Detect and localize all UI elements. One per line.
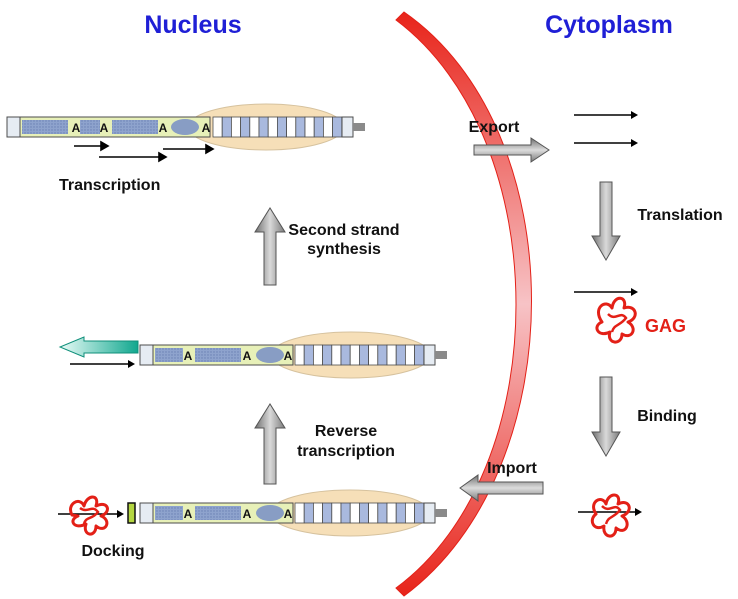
element-bead (212, 116, 223, 138)
gag-protein-translated-icon (574, 288, 638, 344)
element-a: A (184, 349, 193, 363)
element-bead (404, 344, 415, 366)
element-bead (332, 116, 343, 138)
element-bead (322, 116, 333, 138)
docking-label: Docking (81, 543, 144, 560)
element-bead (267, 116, 278, 138)
element-a: A (243, 349, 252, 363)
element-bead (258, 116, 269, 138)
element-bead (377, 502, 388, 524)
export-arrow (473, 137, 550, 163)
nuclear-membrane (395, 11, 532, 597)
element-bead (322, 502, 333, 524)
element-bead (386, 344, 397, 366)
second-strand-label-line2: synthesis (307, 241, 381, 258)
element-bead (230, 116, 241, 138)
second-strand-label-line1: Second strand (288, 222, 399, 239)
element-bead (294, 502, 305, 524)
cytoplasm-header: Cytoplasm (545, 11, 673, 39)
import-label: Import (487, 460, 537, 477)
element-a: A (243, 507, 252, 521)
gag-bound-complex-icon (578, 493, 642, 538)
gag-protein-coil-icon (58, 495, 124, 536)
element-bead (303, 502, 314, 524)
element-bead (395, 344, 406, 366)
strand-arrow (70, 360, 135, 368)
up-arrow-reverse-transcription (254, 403, 286, 485)
element-bead (340, 502, 351, 524)
gag-label: GAG (645, 316, 686, 336)
element-bead (404, 502, 415, 524)
reverse-transcription-line2: transcription (297, 443, 395, 460)
element-bead (358, 502, 369, 524)
element-bead (331, 502, 342, 524)
element-bead (395, 502, 406, 524)
nucleus-header: Nucleus (144, 11, 241, 39)
translation-label: Translation (637, 207, 722, 224)
element-a: A (284, 349, 293, 363)
import-arrow (459, 474, 544, 502)
element-bead (368, 344, 379, 366)
element-a: A (159, 121, 168, 135)
element-bead (221, 116, 232, 138)
dna-construct-second-strand: A A A (139, 331, 447, 379)
element-bead (276, 116, 287, 138)
element-bead (312, 344, 323, 366)
element-bead (294, 344, 305, 366)
mrna-arrows (574, 111, 638, 147)
element-a: A (100, 121, 109, 135)
element-bead (414, 344, 425, 366)
element-bead (286, 116, 297, 138)
transcription-label: Transcription (59, 177, 160, 194)
element-bead (331, 344, 342, 366)
element-bead (349, 502, 360, 524)
element-bead (414, 502, 425, 524)
element-a: A (184, 507, 193, 521)
element-bead (295, 116, 306, 138)
element-a: A (284, 507, 293, 521)
element-bead (312, 502, 323, 524)
primer-arrow-teal (58, 336, 139, 358)
element-bead (340, 344, 351, 366)
element-bead (377, 344, 388, 366)
element-bead (368, 502, 379, 524)
transcript-arrows (74, 140, 215, 163)
element-bead (303, 344, 314, 366)
element-bead (322, 344, 333, 366)
export-label: Export (469, 119, 520, 136)
down-arrow-binding (591, 376, 621, 457)
down-arrow-translation (591, 181, 621, 261)
binding-label: Binding (637, 408, 697, 425)
element-bead (358, 344, 369, 366)
element-bead (349, 344, 360, 366)
element-bead (313, 116, 324, 138)
element-a: A (202, 121, 211, 135)
dna-construct-docking: A A A (127, 489, 447, 537)
element-a: A (72, 121, 81, 135)
reverse-transcription-line1: Reverse (315, 423, 377, 440)
element-bead (249, 116, 260, 138)
element-bead (240, 116, 251, 138)
dna-construct-transcription: A A A A (6, 103, 365, 151)
up-arrow-second-strand (254, 207, 286, 286)
element-bead (304, 116, 315, 138)
element-bead (386, 502, 397, 524)
